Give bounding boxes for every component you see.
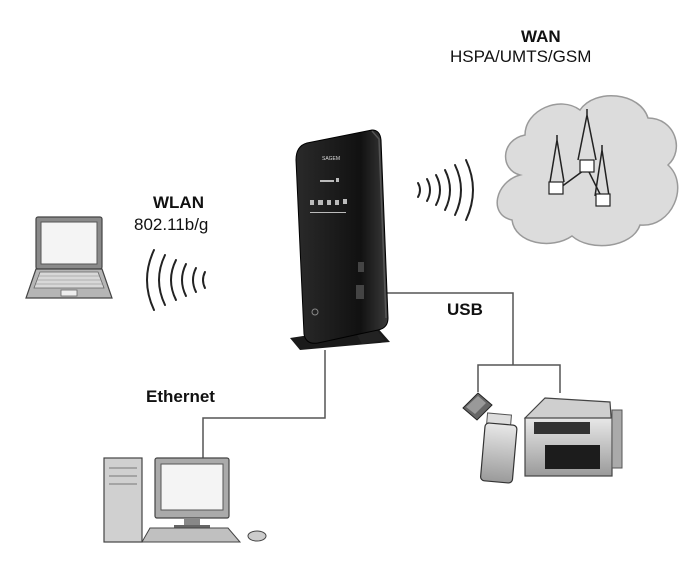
router-icon: SAGEM [290,130,390,350]
usb-title: USB [447,300,483,320]
wlan-title: WLAN [153,193,204,213]
laptop-icon [26,217,112,298]
printer-icon [525,398,622,476]
wlan-signal-waves-icon [147,250,205,310]
wlan-standards: 802.11b/g [134,215,208,235]
svg-text:SAGEM: SAGEM [322,156,340,162]
cloud-icon [497,96,678,246]
wan-signal-waves-icon [418,160,473,220]
ethernet-line [203,350,325,462]
usb-branch-line [478,365,560,393]
ethernet-title: Ethernet [146,387,215,407]
desktop-computer-icon [104,458,266,542]
wan-standards: HSPA/UMTS/GSM [450,47,591,67]
usb-stick-icon [480,413,517,483]
wan-title: WAN [521,27,561,47]
